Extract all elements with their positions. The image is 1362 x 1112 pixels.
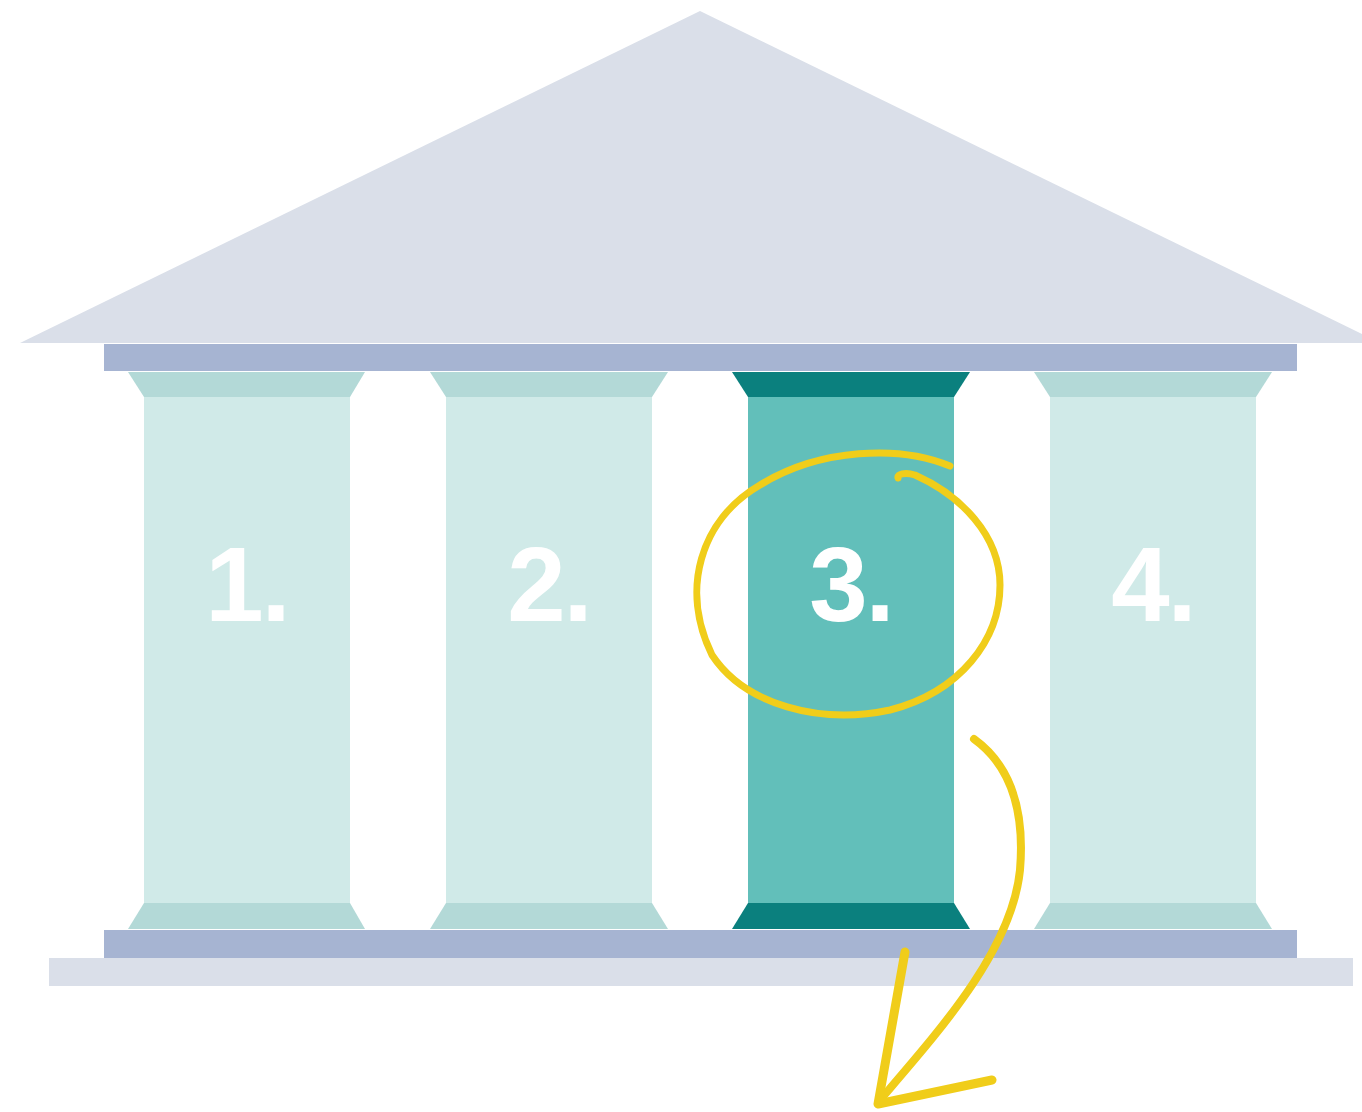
capital	[430, 372, 668, 397]
pillar-number: 3.	[748, 532, 954, 637]
capital	[1034, 372, 1272, 397]
plinth	[49, 958, 1353, 986]
pillar-shaft: 2.	[446, 397, 652, 903]
roof	[20, 11, 1362, 343]
base-band	[104, 930, 1297, 958]
pillar-shaft: 3.	[748, 397, 954, 903]
column-base	[1034, 903, 1272, 929]
pillar-number: 4.	[1050, 532, 1256, 637]
column-base	[128, 903, 365, 929]
architrave	[104, 344, 1297, 371]
capital	[732, 372, 970, 397]
column-base	[732, 903, 970, 929]
capital	[128, 372, 365, 397]
pillar-shaft: 1.	[144, 397, 350, 903]
pillar-number: 2.	[446, 532, 652, 637]
pillar-shaft: 4.	[1050, 397, 1256, 903]
pillar-number: 1.	[144, 532, 350, 637]
column-base	[430, 903, 668, 929]
arrow-head	[878, 952, 992, 1104]
